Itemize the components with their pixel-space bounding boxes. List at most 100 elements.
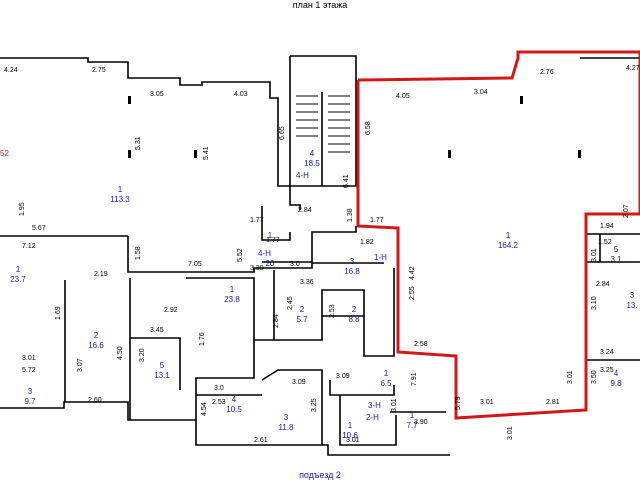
dim-label: 3.01 — [567, 370, 574, 384]
room-code: 3-Н — [368, 401, 381, 410]
room-number: 1 — [384, 369, 389, 378]
dim-label: 3.07 — [77, 358, 84, 372]
room-area: 6.5 — [380, 379, 392, 388]
dim-label: 3.01 — [591, 248, 598, 262]
room-codes: 4-Н 1-Н 4-Н 3-Н 2-Н — [258, 171, 387, 422]
room-number: 1 — [230, 285, 235, 294]
dim-label: 4.42 — [409, 266, 416, 280]
room-number: 3 — [28, 387, 33, 396]
dim-label: 2.45 — [287, 296, 294, 310]
room-number: 2 — [94, 331, 99, 340]
dim-label: 2.19 — [94, 271, 108, 278]
room-area: 13.1 — [154, 371, 170, 380]
wall-stair — [289, 55, 357, 187]
dim-label: 1.77 — [250, 217, 264, 224]
dim-label: 1.82 — [360, 239, 374, 246]
dim-label: 4.54 — [201, 402, 208, 416]
dim-label: 6.65 — [279, 126, 286, 140]
wall-corridor — [261, 206, 291, 241]
room-number: 4 — [232, 395, 237, 404]
room-labels: 1 113.3 4 18.5 1 164.2 1 23.7 1 23.8 3 1… — [10, 149, 637, 440]
dim-label: 3.0 — [290, 261, 300, 268]
dim-label: 7.12 — [22, 243, 36, 250]
dim-label: 3.01 — [346, 437, 360, 444]
dim-label: 4.05 — [396, 93, 410, 100]
dim-label: 2.76 — [540, 69, 554, 76]
room-number: 3 — [630, 291, 635, 300]
room-number: 1 — [16, 265, 21, 274]
dim-label: 3.10 — [591, 296, 598, 310]
room-area: 164.2 — [498, 241, 519, 250]
dim-label: 1.77 — [266, 237, 280, 244]
entrance-label: подъезд 2 — [299, 470, 341, 480]
dimension-labels: 4.24 2.75 3.05 4.03 5.31 5.41 6.65 6.58 … — [4, 65, 640, 444]
columns — [128, 96, 581, 158]
room-number: 3 — [350, 257, 355, 266]
room-area: 18.5 — [304, 159, 320, 168]
room-area: 11.8 — [279, 423, 295, 432]
wall-left-top — [0, 57, 301, 210]
dim-label: 2.53 — [329, 304, 336, 318]
room-area: 23.8 — [224, 295, 240, 304]
room-area: 16.8 — [344, 267, 360, 276]
dim-label: 1.76 — [199, 332, 206, 346]
room-area: 9.8 — [610, 379, 622, 388]
dim-label: 3.20 — [139, 348, 146, 362]
room-number: 4 — [310, 149, 315, 158]
room-number: 1 — [506, 231, 511, 240]
dim-label: 3.24 — [600, 349, 614, 356]
room-code: 2-Н — [366, 413, 379, 422]
dim-label: 3.01 — [391, 398, 398, 412]
room-number: 1 — [118, 185, 123, 194]
room-area: 7.7 — [406, 421, 418, 430]
dim-label: 3.25 — [600, 367, 614, 374]
dim-label: 2.55 — [409, 286, 416, 300]
dim-label: 7.91 — [411, 372, 418, 386]
wall-left-bottom — [0, 401, 450, 456]
room-number: 2 — [300, 305, 305, 314]
dim-label: 3.36 — [300, 279, 314, 286]
dim-label: 5.72 — [22, 367, 36, 374]
room-area: 8.8 — [348, 315, 360, 324]
wall-room1-6-5 — [329, 380, 395, 396]
dim-label: 5.52 — [237, 248, 244, 262]
dim-label: 5.79 — [455, 396, 462, 410]
highlighted-unit-outline[interactable] — [356, 50, 640, 420]
dim-label: 3.90 — [414, 419, 428, 426]
dim-label: 4.50 — [117, 346, 124, 360]
dim-label: 3.09 — [336, 373, 350, 380]
dim-label: 5.31 — [135, 136, 142, 150]
dim-label: 3.01 — [507, 426, 514, 440]
wall-left-lower — [127, 236, 384, 273]
room-number: 1 — [348, 421, 353, 430]
dim-label: 3.05 — [150, 91, 164, 98]
dim-label: 4.24 — [4, 67, 18, 74]
room-number: 3 — [284, 413, 289, 422]
dim-label: 1.58 — [135, 246, 142, 260]
dim-label: 3.30 — [250, 265, 264, 272]
room-number: 1 — [410, 411, 415, 420]
wall-room1-10-6 — [339, 395, 397, 446]
wall-room1-23-8 — [186, 277, 255, 420]
staircase — [296, 95, 350, 153]
dim-label: 7.05 — [188, 261, 202, 268]
walls — [0, 55, 640, 456]
room-number: 2 — [352, 305, 357, 314]
room-area: 13. — [626, 301, 637, 310]
room-number: 4 — [614, 369, 619, 378]
dim-label: 1.94 — [600, 223, 614, 230]
dim-label: 1.38 — [347, 208, 354, 222]
dim-label: 6.58 — [365, 121, 372, 135]
room-number: 5 — [160, 361, 165, 370]
dim-label: 2.81 — [546, 399, 560, 406]
room-area: 5.7 — [296, 315, 308, 324]
room-code: 1-Н — [374, 253, 387, 262]
wall-room5 — [130, 337, 181, 390]
dim-label: 3.01 — [480, 399, 494, 406]
wall-room3-11-8 — [261, 369, 323, 445]
dim-label: 3.01 — [22, 355, 36, 362]
room-number: 1 — [268, 231, 273, 240]
room-code: 4-Н — [296, 171, 309, 180]
plan-title: план 1 этажа — [292, 0, 348, 10]
